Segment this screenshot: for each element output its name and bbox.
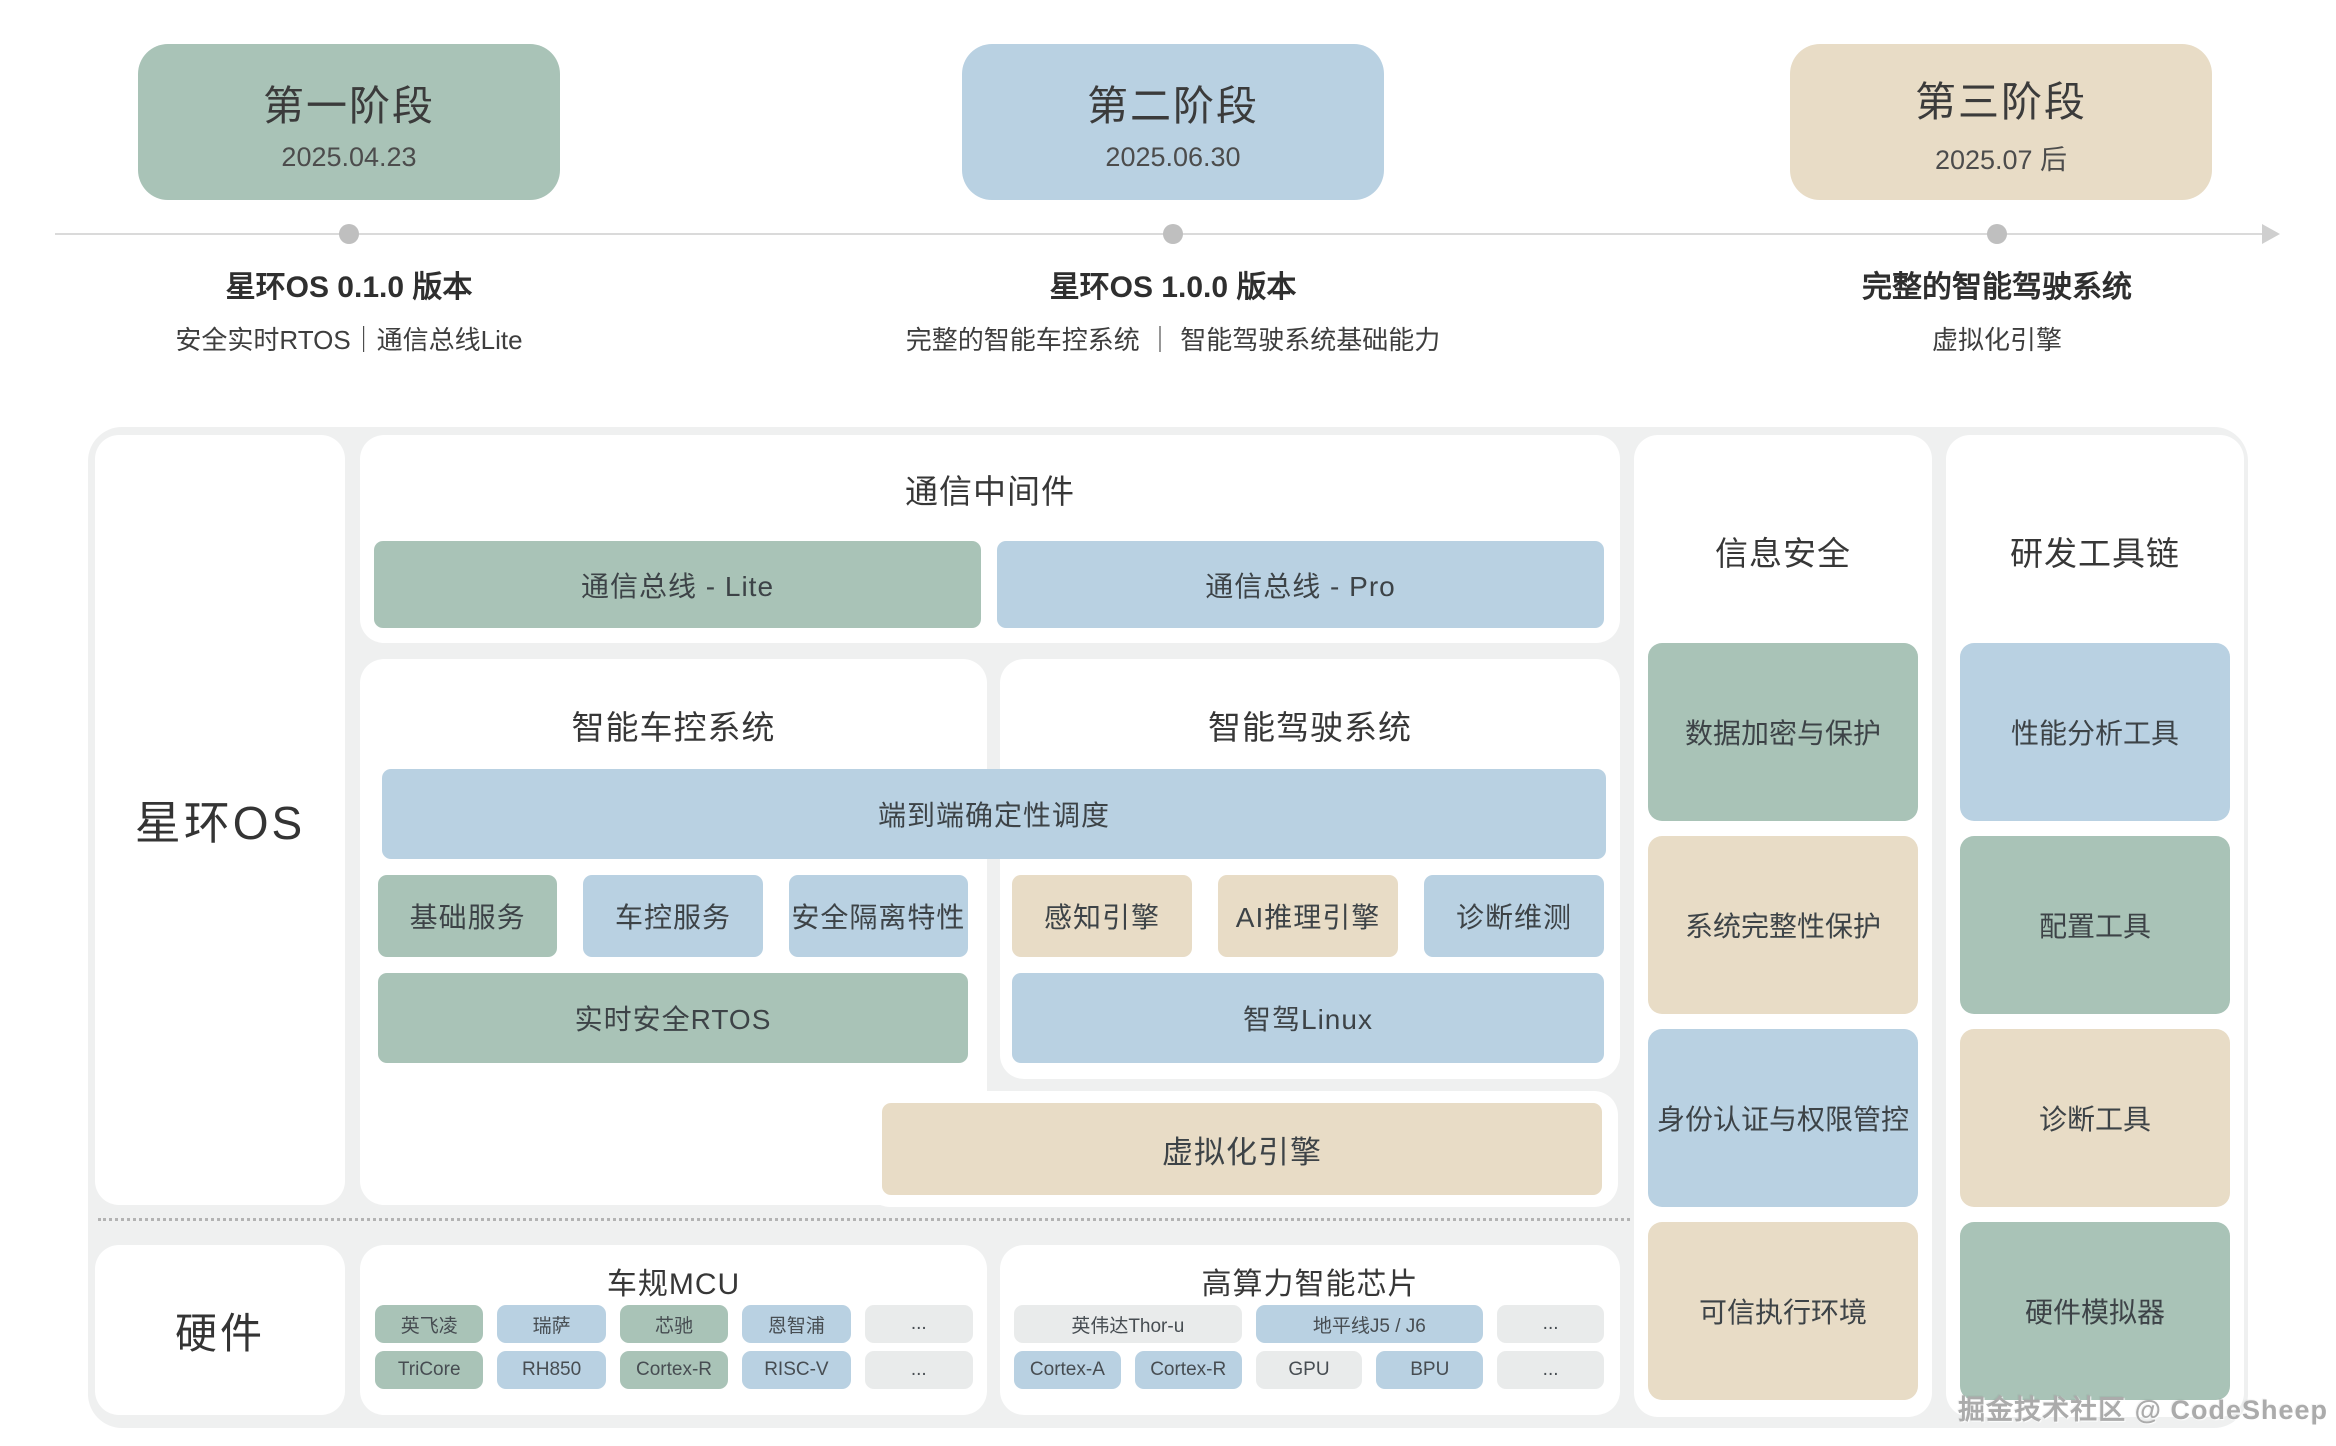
- basic-services-chip: 基础服务: [378, 875, 558, 957]
- mcu-chip-cortex-r: Cortex-R: [619, 1351, 729, 1389]
- mcu-chip-more-cores: ...: [864, 1351, 973, 1389]
- stage-1-title: 第一阶段: [263, 82, 435, 129]
- identity-access-block: 身份认证与权限管控: [1648, 1029, 1918, 1207]
- mcu-chip-infineon: 英飞凌: [375, 1305, 484, 1343]
- soc-title: 高算力智能芯片: [1201, 1268, 1419, 1301]
- virtualization-panel: 虚拟化引擎: [866, 1091, 1618, 1207]
- mcu-chip-nxp: 恩智浦: [742, 1305, 851, 1343]
- stage-3-box: 第三阶段 2025.07 后: [1790, 44, 2212, 200]
- stage-2-text: 星环OS 1.0.0 版本 完整的智能车控系统 ｜ 智能驾驶系统基础能力: [723, 262, 1623, 357]
- vehicle-control-chips: 基础服务 车控服务 安全隔离特性: [378, 875, 968, 957]
- performance-analysis-block: 性能分析工具: [1960, 643, 2230, 821]
- ai-inference-chip: AI推理引擎: [1218, 875, 1398, 957]
- stage-2-subline: 完整的智能车控系统 ｜ 智能驾驶系统基础能力: [905, 325, 1441, 355]
- timeline-dot-3: [1987, 224, 2007, 244]
- virtualization-bar: 虚拟化引擎: [882, 1103, 1602, 1195]
- trusted-execution-block: 可信执行环境: [1648, 1222, 1918, 1400]
- security-title: 信息安全: [1715, 535, 1851, 572]
- hardware-label: 硬件: [174, 1309, 265, 1357]
- timeline-dot-2: [1163, 224, 1183, 244]
- mcu-title: 车规MCU: [606, 1268, 741, 1301]
- diagnostic-tool-block: 诊断工具: [1960, 1029, 2230, 1207]
- soc-chip-cortex-a: Cortex-A: [1014, 1351, 1121, 1389]
- stage-3-date: 2025.07 后: [1934, 144, 2068, 175]
- diagnostics-chip: 诊断维测: [1424, 875, 1604, 957]
- middleware-panel: 通信中间件 通信总线 - Lite 通信总线 - Pro: [360, 435, 1620, 643]
- stage-3-text: 完整的智能驾驶系统 虚拟化引擎: [1547, 262, 2336, 357]
- mcu-chip-renesas: 瑞萨: [497, 1305, 606, 1343]
- stage-2-title: 第二阶段: [1087, 82, 1259, 129]
- soc-chip-bpu: BPU: [1376, 1351, 1484, 1389]
- os-hardware-divider: [98, 1218, 1630, 1221]
- stage-1-box: 第一阶段 2025.04.23: [138, 44, 560, 200]
- mcu-chip-tricore: TriCore: [375, 1351, 484, 1389]
- system-integrity-block: 系统完整性保护: [1648, 836, 1918, 1014]
- mcu-panel: 车规MCU 英飞凌 瑞萨 芯驰 恩智浦 ... TriCore RH850 Co…: [360, 1245, 987, 1415]
- toolchain-title: 研发工具链: [2010, 535, 2180, 572]
- soc-chip-gpu: GPU: [1255, 1351, 1363, 1389]
- architecture-container: 星环OS 通信中间件 通信总线 - Lite 通信总线 - Pro 智能车控系统…: [88, 427, 2248, 1428]
- security-panel: 信息安全 数据加密与保护 系统完整性保护 身份认证与权限管控 可信执行环境: [1634, 435, 1932, 1417]
- soc-chip-grid: 英伟达Thor-u 地平线J5 / J6 ... Cortex-A Cortex…: [1014, 1305, 1604, 1389]
- stage-3-headline: 完整的智能驾驶系统: [1862, 271, 2132, 304]
- soc-chip-nvidia-thor: 英伟达Thor-u: [1014, 1305, 1242, 1343]
- intelligent-driving-chips: 感知引擎 AI推理引擎 诊断维测: [1012, 875, 1604, 957]
- mcu-chip-grid: 英飞凌 瑞萨 芯驰 恩智浦 ... TriCore RH850 Cortex-R…: [375, 1305, 973, 1389]
- hardware-simulator-block: 硬件模拟器: [1960, 1222, 2230, 1400]
- bus-lite-bar: 通信总线 - Lite: [374, 541, 981, 628]
- stage-2-date: 2025.06.30: [1105, 141, 1241, 172]
- soc-chip-cortex-r: Cortex-R: [1134, 1351, 1242, 1389]
- stage-3-title: 第三阶段: [1915, 78, 2087, 125]
- stage-1-text: 星环OS 0.1.0 版本 安全实时RTOS｜通信总线Lite: [0, 262, 799, 357]
- vehicle-services-chip: 车控服务: [583, 875, 763, 957]
- data-encryption-block: 数据加密与保护: [1648, 643, 1918, 821]
- timeline-arrow-icon: [2262, 224, 2280, 244]
- middleware-bars: 通信总线 - Lite 通信总线 - Pro: [374, 541, 1604, 628]
- safety-isolation-chip: 安全隔离特性: [788, 875, 968, 957]
- stage-3-subline: 虚拟化引擎: [1931, 325, 2062, 355]
- stage-2-box: 第二阶段 2025.06.30: [962, 44, 1384, 200]
- bus-pro-bar: 通信总线 - Pro: [997, 541, 1604, 628]
- mcu-chip-semidrive: 芯驰: [619, 1305, 729, 1343]
- vehicle-control-title: 智能车控系统: [571, 709, 776, 746]
- mcu-chip-rh850: RH850: [497, 1351, 606, 1389]
- soc-chip-more-vendors: ...: [1497, 1305, 1604, 1343]
- soc-panel: 高算力智能芯片 英伟达Thor-u 地平线J5 / J6 ... Cortex-…: [1000, 1245, 1620, 1415]
- os-panel: 星环OS: [95, 435, 345, 1205]
- intelligent-driving-panel: 智能驾驶系统 感知引擎 AI推理引擎 诊断维测 智驾Linux: [1000, 659, 1620, 1079]
- soc-chip-more-units: ...: [1497, 1351, 1604, 1389]
- perception-engine-chip: 感知引擎: [1012, 875, 1192, 957]
- watermark: 掘金技术社区 @ CodeSheep: [1958, 1395, 2328, 1425]
- soc-chip-horizon: 地平线J5 / J6: [1255, 1305, 1484, 1343]
- stage-2-headline: 星环OS 1.0.0 版本: [1049, 271, 1297, 304]
- mcu-chip-risc-v: RISC-V: [742, 1351, 851, 1389]
- mcu-chip-more-vendors: ...: [864, 1305, 973, 1343]
- timeline-line: [55, 233, 2265, 235]
- driving-linux-bar: 智驾Linux: [1012, 973, 1604, 1063]
- intelligent-driving-title: 智能驾驶系统: [1208, 709, 1412, 746]
- timeline-dot-1: [339, 224, 359, 244]
- stage-1-headline: 星环OS 0.1.0 版本: [225, 271, 473, 304]
- toolchain-panel: 研发工具链 性能分析工具 配置工具 诊断工具 硬件模拟器: [1946, 435, 2244, 1417]
- os-label: 星环OS: [134, 797, 306, 849]
- hardware-panel: 硬件: [95, 1245, 345, 1415]
- rtos-bar: 实时安全RTOS: [378, 973, 968, 1063]
- scheduling-bar: 端到端确定性调度: [382, 769, 1606, 859]
- middleware-title: 通信中间件: [905, 473, 1075, 510]
- stage-1-subline: 安全实时RTOS｜通信总线Lite: [175, 325, 523, 355]
- stage-1-date: 2025.04.23: [281, 141, 417, 172]
- configuration-tool-block: 配置工具: [1960, 836, 2230, 1014]
